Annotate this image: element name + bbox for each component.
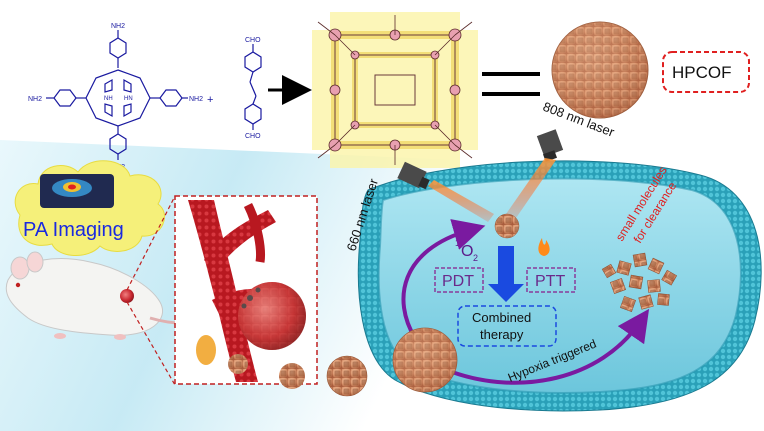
therapy-down-arrow xyxy=(488,246,524,302)
pa-imaging-core xyxy=(68,184,76,190)
amine-label-top: NH2 xyxy=(111,23,125,30)
equals-bar-top xyxy=(482,72,540,76)
amine-label-left: NH2 xyxy=(28,96,42,103)
vessel-nanoparticles xyxy=(241,287,261,309)
combined-therapy-box xyxy=(457,305,557,347)
uptake-arrow xyxy=(401,219,486,340)
laser-808-beam xyxy=(506,158,556,218)
equals-bar-bottom xyxy=(482,92,540,96)
hpcof-nanoparticle-shade xyxy=(552,22,648,118)
free-cof-particle xyxy=(326,355,368,397)
target-cof-particle xyxy=(494,213,520,239)
combined-therapy-line1: Combined xyxy=(472,310,531,325)
singlet-oxygen-sup: 1 xyxy=(455,238,460,248)
singlet-oxygen-label: O xyxy=(461,243,473,260)
cell-cof-particle-shade xyxy=(393,328,457,392)
ptt-flame-icon xyxy=(538,238,550,256)
cell-inner-membrane xyxy=(377,177,742,394)
degraded-fragments xyxy=(601,252,678,313)
ptt-label: PTT xyxy=(535,273,565,290)
mouse-tumor xyxy=(120,289,134,303)
zoom-line-bottom xyxy=(126,301,176,386)
vessel-cof-particle-1 xyxy=(228,354,248,374)
porphyrin-monomer xyxy=(46,30,188,160)
hypoxia-arrow xyxy=(451,308,650,385)
vessel-cof-particle-2 xyxy=(279,363,305,389)
pa-imaging-label: PA Imaging xyxy=(23,219,124,241)
singlet-oxygen-sub: 2 xyxy=(473,253,478,263)
porphyrin-nh-label: NH xyxy=(104,96,113,102)
aldehyde-label-top: CHO xyxy=(245,37,261,44)
combined-therapy-line2: therapy xyxy=(480,327,524,342)
cof-framework-structure xyxy=(312,12,478,168)
plus-sign: + xyxy=(207,94,213,106)
laser-660-beam xyxy=(428,180,494,222)
pdt-label: PDT xyxy=(442,273,474,290)
laser-660-device xyxy=(397,161,430,190)
laser-808-device xyxy=(536,129,564,162)
dialdehyde-monomer xyxy=(244,44,262,130)
aldehyde-label-bottom: CHO xyxy=(245,133,261,140)
hpcof-label: HPCOF xyxy=(672,63,732,82)
amine-label-right: NH2 xyxy=(189,96,203,103)
zoom-line-top xyxy=(126,195,176,291)
tumor-texture xyxy=(238,282,306,350)
pdt-box xyxy=(434,267,484,293)
ptt-box xyxy=(526,267,576,293)
hpcof-label-box xyxy=(662,51,750,93)
porphyrin-hn-label: HN xyxy=(124,96,133,102)
